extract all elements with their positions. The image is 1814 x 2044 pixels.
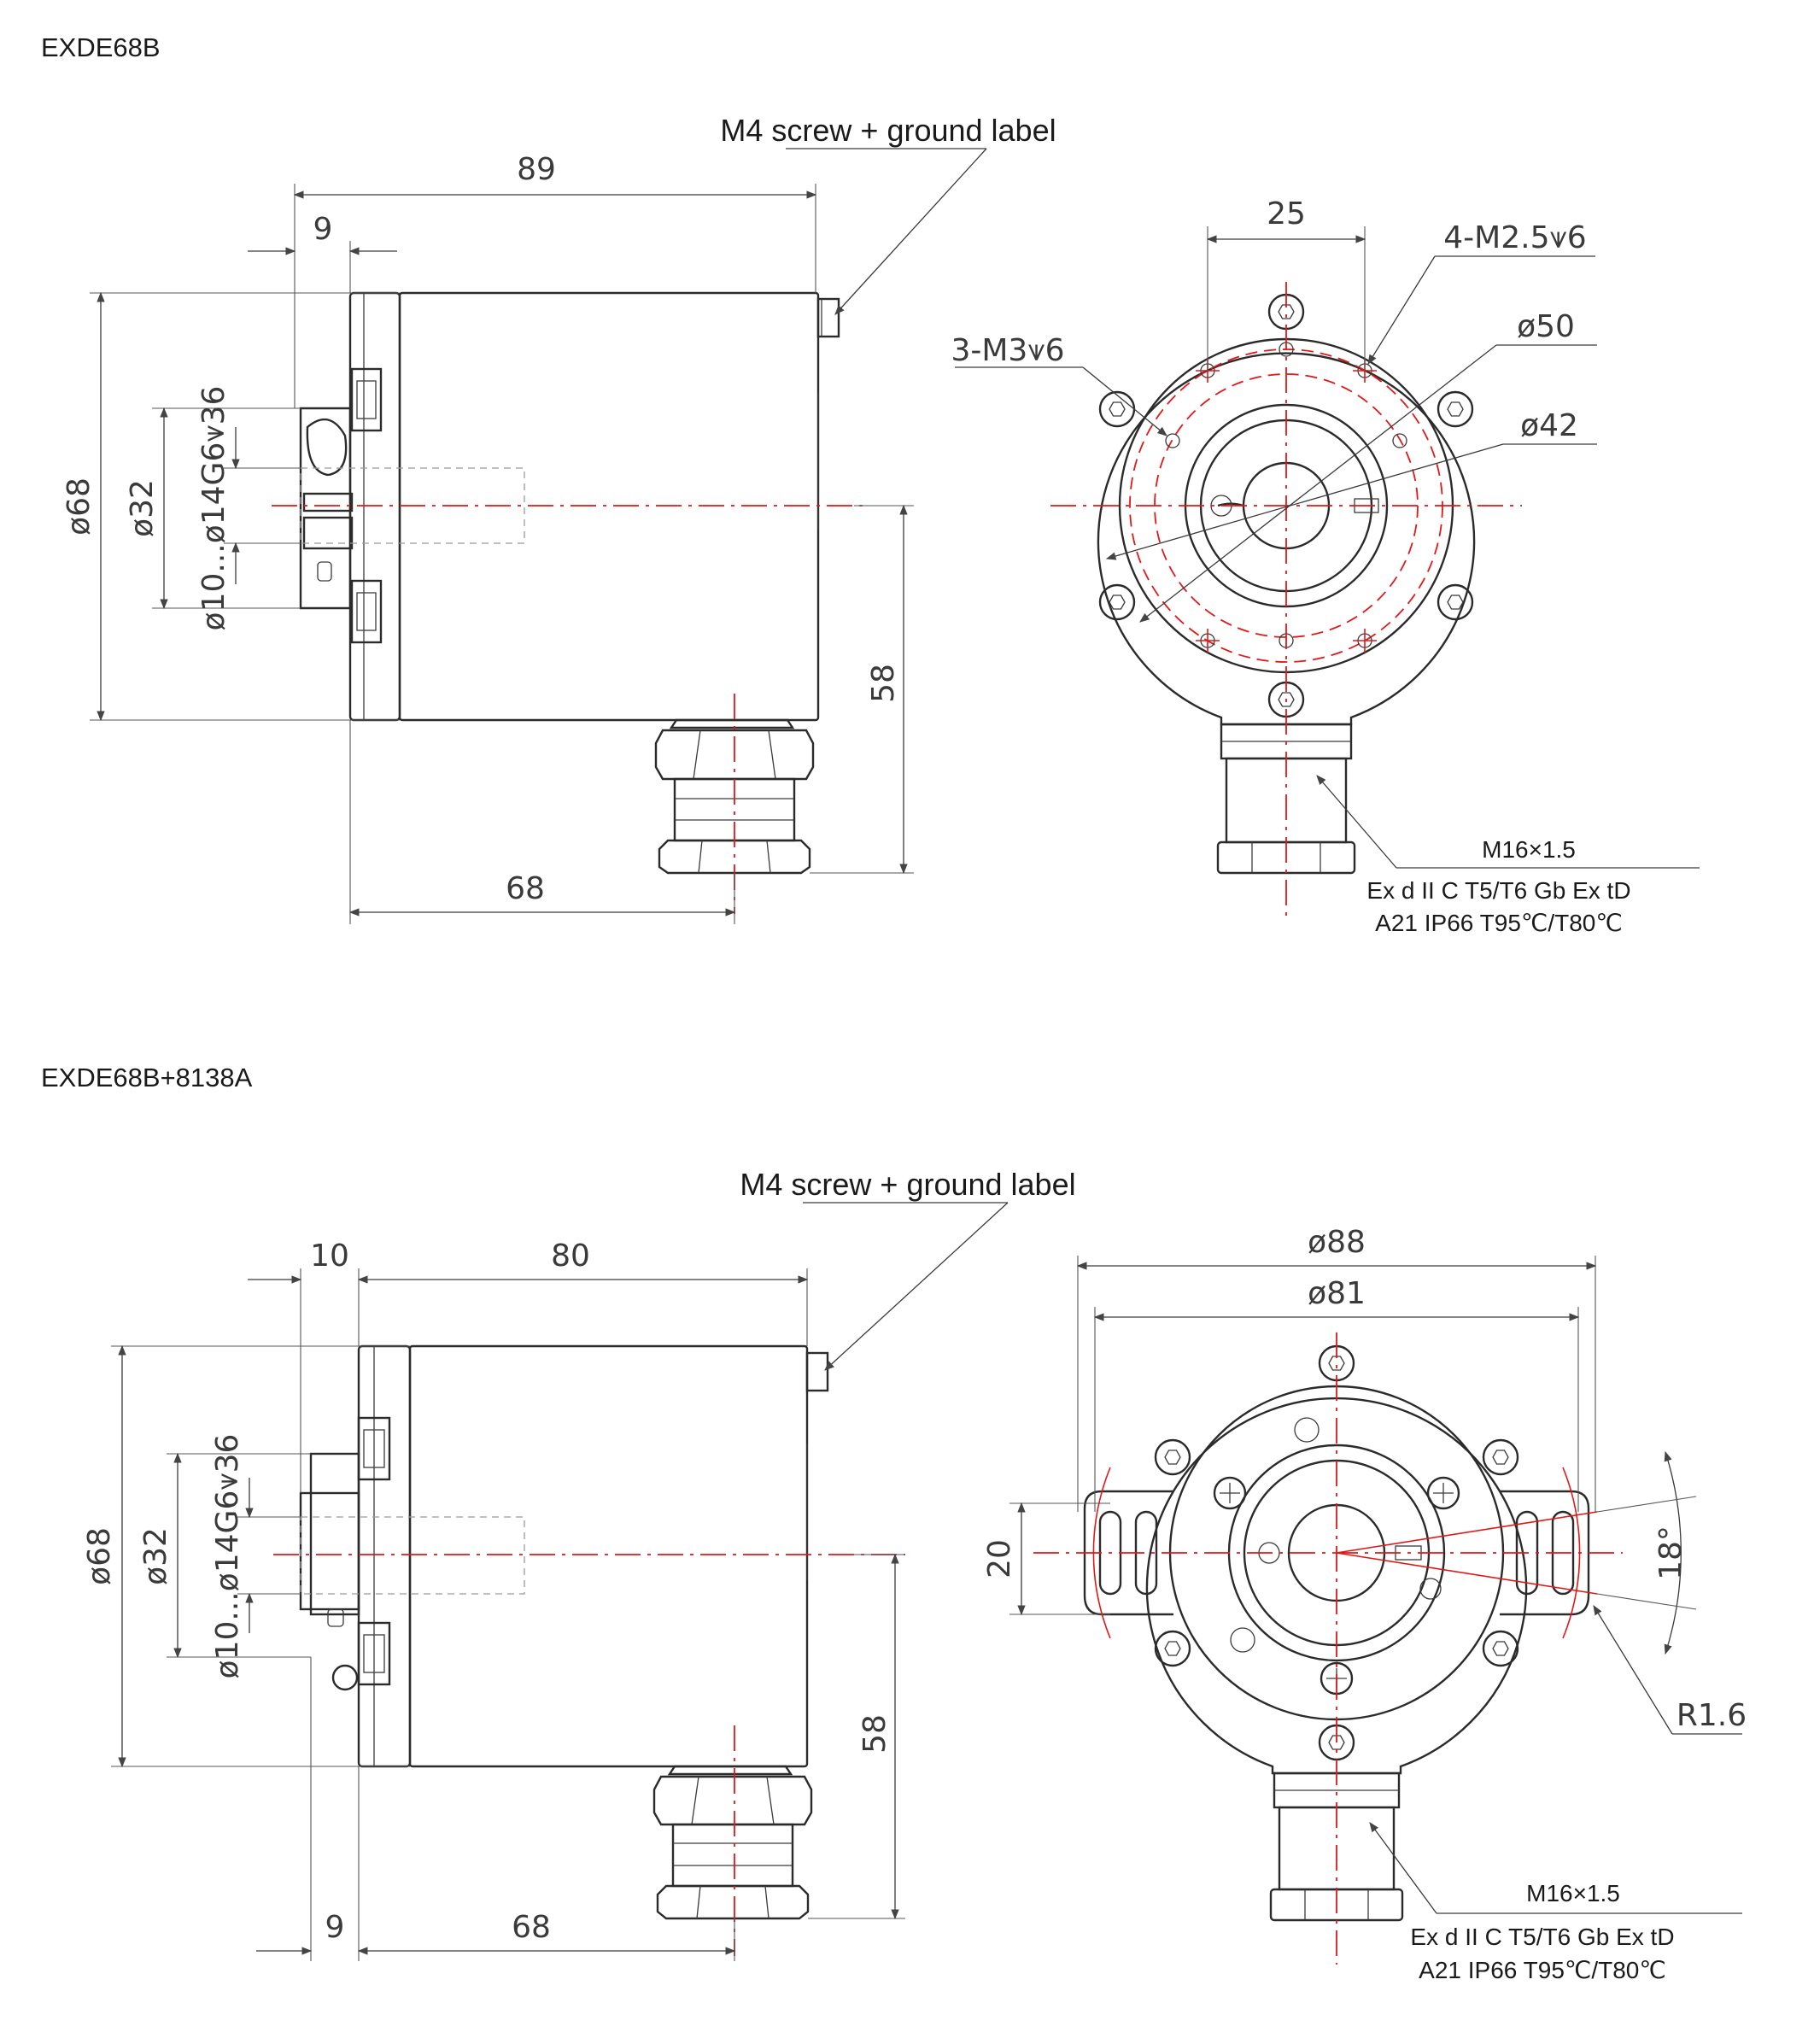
ground-screw (816, 297, 840, 338)
clamp-block-bottom (357, 1621, 391, 1686)
clamp-block-top (357, 1416, 391, 1481)
dim-flange: 9 (313, 212, 333, 247)
dim-flange: 10 (310, 1239, 349, 1274)
dim-shaft: ø10...ø14G6⩛36 (196, 386, 231, 631)
drawing-exde68b-8138a: EXDE68B+8138A (41, 1063, 1747, 1983)
encoder-body (398, 291, 820, 722)
flange (357, 1344, 412, 1768)
hollow-shaft-hidden (300, 1516, 525, 1595)
dim-cable-offset: 68 (506, 871, 545, 906)
dim-shaft: ø10...ø14G6⩛36 (210, 1434, 245, 1679)
dim-base: 9 (325, 1910, 345, 1945)
dim-bolt-spacing: 25 (1267, 196, 1306, 231)
clamp-block-bottom (350, 579, 383, 644)
flange (348, 291, 401, 722)
model-title: EXDE68B+8138A (41, 1063, 253, 1092)
side-view: 10 80 ø68 ø32 ø10...ø14G6⩛36 58 (82, 1167, 1076, 1961)
clamp-ring (309, 1452, 360, 1616)
dim-slot-width: 20 (982, 1539, 1017, 1578)
dim-slot-pcd: ø81 (1308, 1276, 1366, 1311)
dim-clamp-diameter: ø32 (125, 479, 160, 537)
thread-spec: M16×1.5 (1482, 836, 1576, 863)
hollow-shaft-hidden (300, 467, 525, 544)
housing-outline (1097, 352, 1476, 726)
dim-height: 58 (866, 664, 901, 703)
ground-callout: M4 screw + ground label (720, 113, 1056, 148)
dim-length: 89 (517, 152, 556, 187)
drawing-exde68b: EXDE68B (41, 32, 1700, 936)
thread-spec: M16×1.5 (1526, 1880, 1620, 1906)
front-view: 25 4-M2.5⩛6 3-M3⩛6 ø50 ø42 M16×1.5 Ex d … (951, 196, 1700, 936)
cable-gland (652, 1765, 813, 1920)
dim-height: 58 (857, 1714, 892, 1754)
clamp-block-top (350, 367, 383, 432)
dim-angle: 18° (1653, 1526, 1688, 1580)
note-tapped-holes-3: 3-M3⩛6 (951, 333, 1064, 368)
dim-cable-offset: 68 (512, 1910, 551, 1945)
ex-rating-line1: Ex d II C T5/T6 Gb Ex tD (1366, 877, 1630, 904)
clamp-lever (306, 418, 348, 477)
ex-rating-line2: A21 IP66 T95℃/T80℃ (1375, 910, 1623, 936)
front-view: ø88 ø81 20 18° R1.6 M16×1.5 Ex d II C T5… (982, 1225, 1747, 1983)
ex-rating-line1: Ex d II C T5/T6 Gb Ex tD (1410, 1924, 1674, 1950)
dim-clamp-diameter: ø32 (138, 1527, 173, 1585)
dim-length: 80 (551, 1239, 590, 1274)
note-tapped-holes-4: 4-M2.5⩛6 (1443, 220, 1586, 255)
ex-rating-line2: A21 IP66 T95℃/T80℃ (1419, 1957, 1666, 1983)
encoder-body (408, 1344, 809, 1768)
dim-outer: ø88 (1308, 1225, 1366, 1260)
dim-radius: R1.6 (1676, 1698, 1747, 1733)
ground-screw (805, 1351, 829, 1392)
side-view: 89 9 ø68 ø32 ø10...ø14G6⩛36 (61, 113, 1056, 924)
ground-callout: M4 screw + ground label (740, 1167, 1075, 1202)
clamp-ring (299, 407, 352, 610)
dim-body-diameter: ø68 (82, 1527, 117, 1585)
model-title: EXDE68B (41, 32, 161, 62)
dim-body-diameter: ø68 (61, 477, 97, 536)
dim-pcd-outer: ø50 (1517, 309, 1575, 344)
dim-pcd-inner: ø42 (1520, 408, 1578, 443)
